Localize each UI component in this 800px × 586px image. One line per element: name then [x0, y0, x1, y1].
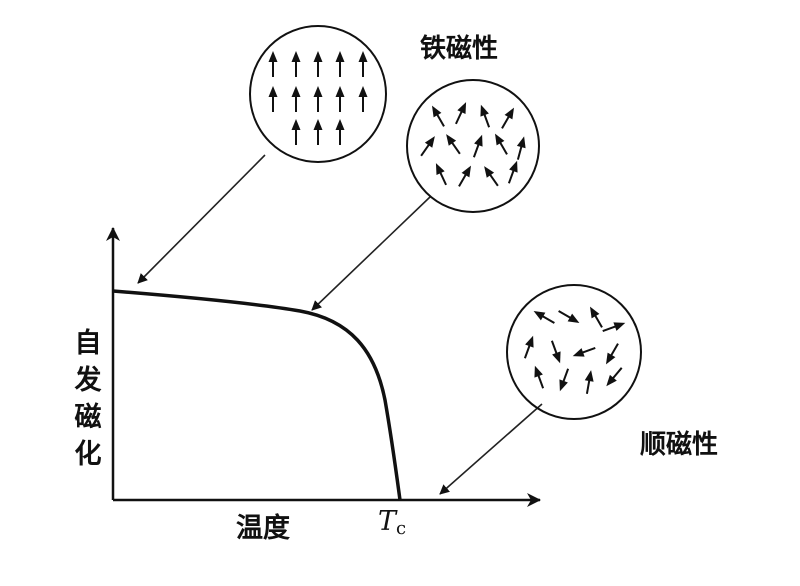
spin-arrow [590, 306, 603, 328]
spin-arrow [268, 86, 278, 112]
y-axis-label: 自发磁化 [74, 328, 102, 470]
pointer-aligned-domain [137, 154, 266, 284]
spin-arrow [313, 119, 323, 145]
spin-arrow [358, 86, 368, 112]
spin-arrow [335, 119, 345, 145]
magnetization-curve [112, 289, 402, 501]
spin-arrow [455, 102, 467, 125]
spin-arrow [523, 335, 534, 359]
ferromagnetic-spins-circle [406, 79, 540, 213]
spin-arrow [291, 86, 301, 112]
spin-arrow [507, 160, 518, 184]
spin-arrow [501, 107, 514, 129]
spin-arrow [291, 119, 301, 145]
spin-arrow [606, 343, 619, 365]
spin-arrow [335, 51, 345, 77]
spin-arrow [435, 163, 447, 186]
spin-arrow [550, 340, 561, 364]
curie-temperature-label: Tc [378, 506, 407, 539]
paramagnetic-label: 顺磁性 [640, 430, 719, 460]
spin-arrow [480, 104, 491, 128]
spin-arrow [606, 367, 623, 387]
spin-arrow [602, 322, 626, 333]
pointer-paramagnetic-domain [439, 403, 543, 495]
spin-arrow [584, 370, 594, 394]
spin-arrow [313, 86, 323, 112]
spin-arrow [432, 105, 445, 127]
spin-arrow [268, 51, 278, 77]
spin-arrow [495, 133, 508, 155]
spin-arrow [335, 86, 345, 112]
x-axis-label: 温度 [236, 513, 290, 544]
spin-arrow [533, 311, 555, 324]
spin-arrow [534, 365, 545, 389]
spin-arrow [458, 165, 471, 187]
spin-arrow [472, 134, 483, 158]
pointer-ferromagnetic-domain [311, 196, 431, 311]
aligned-spins-circle [249, 25, 387, 163]
spin-arrow [572, 346, 596, 357]
spin-arrow [358, 51, 368, 77]
spin-arrow [558, 310, 580, 323]
spin-arrow [484, 166, 499, 187]
spin-arrow [313, 51, 323, 77]
spin-arrow [559, 368, 570, 392]
spin-arrow [291, 51, 301, 77]
spin-arrow [420, 136, 435, 157]
paramagnetic-spins-circle [506, 284, 642, 420]
ferromagnetic-label: 铁磁性 [420, 34, 499, 64]
spin-arrow [446, 134, 461, 155]
spin-arrow [516, 136, 526, 160]
